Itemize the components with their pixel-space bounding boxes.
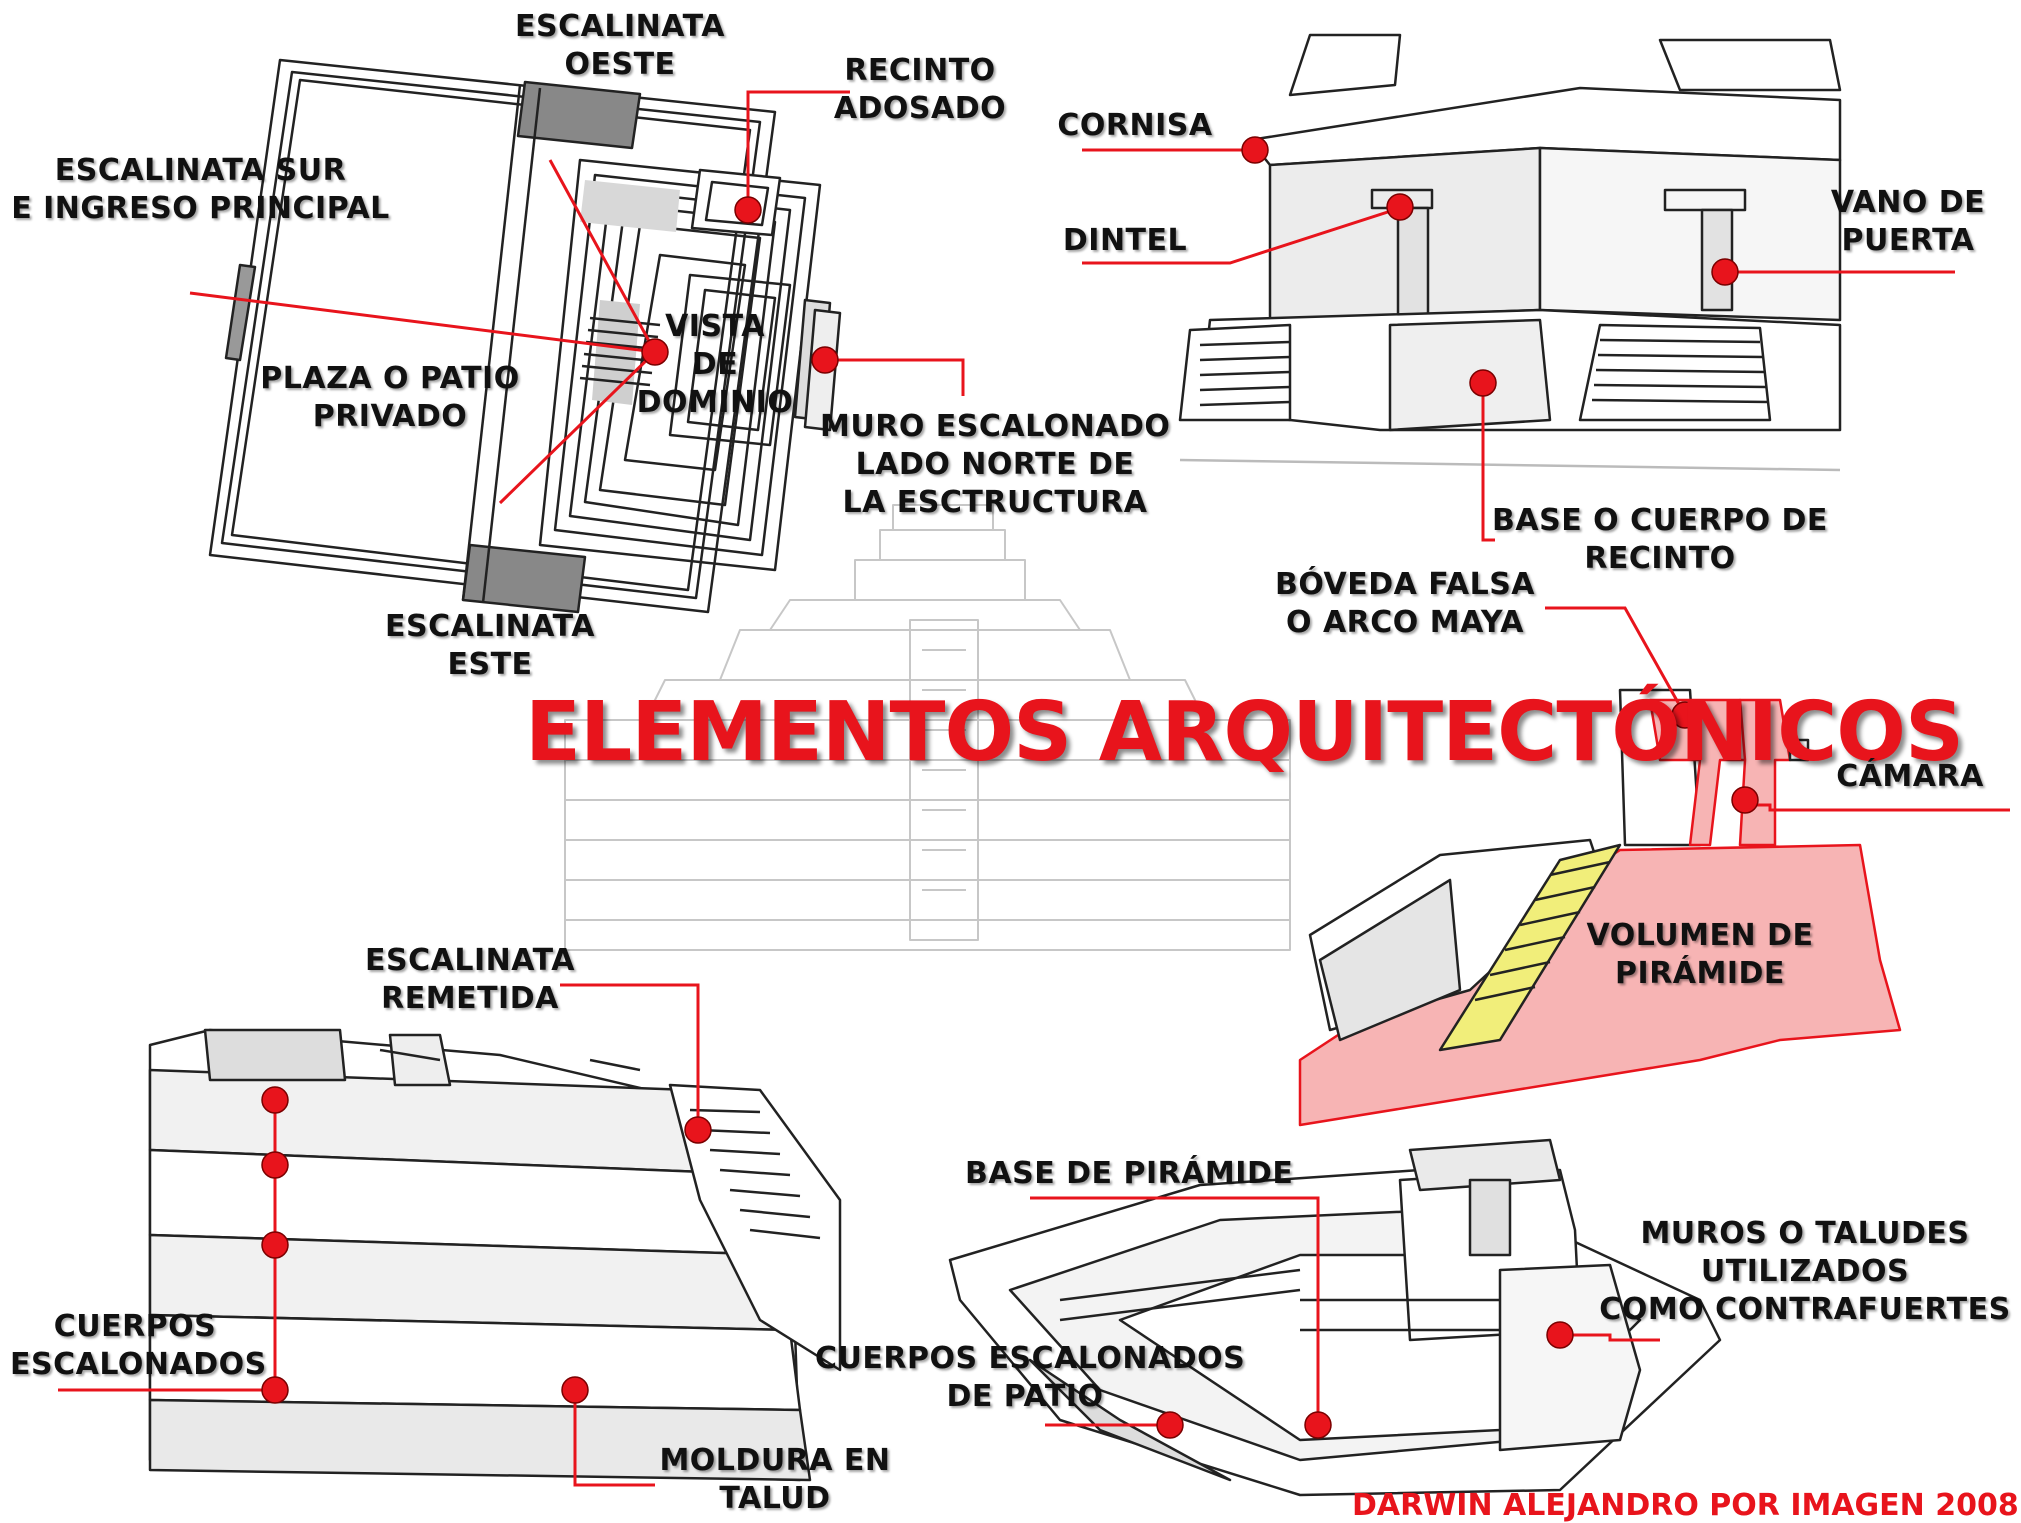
label-line: ESTE	[447, 647, 533, 682]
label-cornisa: CORNISA	[1050, 107, 1220, 145]
label-vista-dominio: VISTA DE DOMINIO	[635, 308, 795, 422]
dot-boveda	[1671, 701, 1699, 729]
label-line: VOLUMEN DE	[1586, 918, 1814, 953]
label-line: TALUD	[719, 1481, 831, 1516]
label-line: DE PATIO	[946, 1379, 1104, 1414]
label-line: O ARCO MAYA	[1286, 605, 1524, 640]
label-line: REMETIDA	[381, 981, 559, 1016]
plan-view	[208, 58, 842, 614]
dot-vano-puerta	[1711, 258, 1739, 286]
label-dintel: DINTEL	[1050, 222, 1200, 260]
dot-base-recinto	[1469, 369, 1497, 397]
label-escalinata-sur: ESCALINATA SUR E INGRESO PRINCIPAL	[8, 152, 393, 228]
label-line: DOMINIO	[636, 385, 794, 420]
leader-lines	[58, 90, 2010, 1487]
label-line: ESCALONADOS	[10, 1347, 267, 1382]
label-line: CUERPOS ESCALONADOS	[815, 1341, 1246, 1376]
dot-cuerpos-patio	[1156, 1411, 1184, 1439]
label-line: VANO DE	[1830, 185, 1986, 220]
dot-dintel	[1386, 193, 1414, 221]
label-line: VISTA	[665, 309, 765, 344]
label-vano-puerta: VANO DE PUERTA	[1808, 184, 2008, 260]
title-line-1: ELEMENTOS	[525, 685, 1072, 780]
label-camara: CÁMARA	[1820, 758, 2000, 796]
pyramid-section-view	[1298, 688, 1902, 1127]
background-pyramid	[564, 504, 1291, 951]
dot-moldura	[561, 1376, 589, 1404]
label-line: ESCALINATA	[365, 943, 575, 978]
label-line: E INGRESO PRINCIPAL	[11, 191, 390, 226]
label-line: LA ESCTRUCTURA	[842, 485, 1148, 520]
label-line: DINTEL	[1062, 223, 1188, 258]
label-muros-taludes: MUROS O TALUDES UTILIZADOS COMO CONTRAFU…	[1595, 1215, 2015, 1329]
label-line: PUERTA	[1841, 223, 1975, 258]
stepped-bodies-view	[148, 1028, 842, 1482]
label-cuerpos-escalonados: CUERPOS ESCALONADOS	[10, 1308, 267, 1384]
label-line: ESCALINATA SUR	[54, 153, 347, 188]
temple-view	[1178, 33, 1842, 472]
label-line: BÓVEDA FALSA	[1274, 567, 1536, 602]
label-cuerpos-patio: CUERPOS ESCALONADOS DE PATIO	[815, 1340, 1246, 1416]
dot-recinto-adosado	[734, 196, 762, 224]
label-boveda-falsa: BÓVEDA FALSA O ARCO MAYA	[1255, 566, 1555, 642]
label-line: MUROS O TALUDES	[1640, 1216, 1970, 1251]
label-line: BASE O CUERPO DE	[1492, 503, 1828, 538]
dot-base-piramide	[1304, 1411, 1332, 1439]
dot-vista-dominio	[641, 338, 669, 366]
label-plaza-patio: PLAZA O PATIO PRIVADO	[245, 360, 535, 436]
label-line: PIRÁMIDE	[1615, 956, 1785, 991]
label-line: ESCALINATA	[515, 9, 725, 44]
dot-contrafuertes	[1546, 1321, 1574, 1349]
label-line: RECINTO	[1584, 541, 1736, 576]
main-title: ELEMENTOS ARQUITECTÓNICOS	[525, 685, 1964, 781]
dot-escalinata-remetida	[684, 1116, 712, 1144]
dot-cuerpos-4	[261, 1376, 289, 1404]
dot-camara	[1731, 786, 1759, 814]
label-line: OESTE	[564, 47, 676, 82]
label-muro-escalonado: MURO ESCALONADO LADO NORTE DE LA ESCTRUC…	[820, 408, 1170, 522]
label-line: CUERPOS	[53, 1309, 217, 1344]
dot-muro-escalonado	[811, 346, 839, 374]
label-line: RECINTO	[844, 53, 996, 88]
label-volumen-piramide: VOLUMEN DE PIRÁMIDE	[1575, 917, 1825, 993]
label-base-piramide: BASE DE PIRÁMIDE	[965, 1155, 1294, 1193]
label-line: CORNISA	[1057, 108, 1213, 143]
label-line: ADOSADO	[833, 91, 1007, 126]
dot-cuerpos-1	[261, 1086, 289, 1114]
label-line: MOLDURA EN	[659, 1443, 891, 1478]
label-line: PLAZA O PATIO	[260, 361, 520, 396]
pyramid-buttress-view	[948, 1138, 1722, 1497]
label-escalinata-este: ESCALINATA ESTE	[370, 608, 610, 684]
label-line: PRIVADO	[312, 399, 468, 434]
label-recinto-adosado: RECINTO ADOSADO	[820, 52, 1020, 128]
label-escalinata-remetida: ESCALINATA REMETIDA	[350, 942, 590, 1018]
label-line: ESCALINATA	[385, 609, 595, 644]
label-line: MURO ESCALONADO	[820, 409, 1171, 444]
dot-cuerpos-3	[261, 1231, 289, 1259]
label-line: UTILIZADOS	[1700, 1254, 1910, 1289]
title-line-2: ARQUITECTÓNICOS	[1098, 685, 1964, 780]
label-line: DE	[691, 347, 739, 382]
marker-dots	[261, 136, 1759, 1439]
label-line: BASE DE PIRÁMIDE	[965, 1156, 1294, 1191]
label-base-recinto: BASE O CUERPO DE RECINTO	[1485, 502, 1835, 578]
label-escalinata-oeste: ESCALINATA OESTE	[500, 8, 740, 84]
dot-cuerpos-2	[261, 1151, 289, 1179]
label-line: COMO CONTRAFUERTES	[1599, 1292, 2011, 1327]
author-credit: DARWIN ALEJANDRO POR IMAGEN 2008	[1352, 1488, 2019, 1523]
label-moldura-talud: MOLDURA EN TALUD	[655, 1442, 895, 1518]
label-line: CÁMARA	[1836, 759, 1984, 794]
dot-cornisa	[1241, 136, 1269, 164]
label-line: LADO NORTE DE	[855, 447, 1135, 482]
